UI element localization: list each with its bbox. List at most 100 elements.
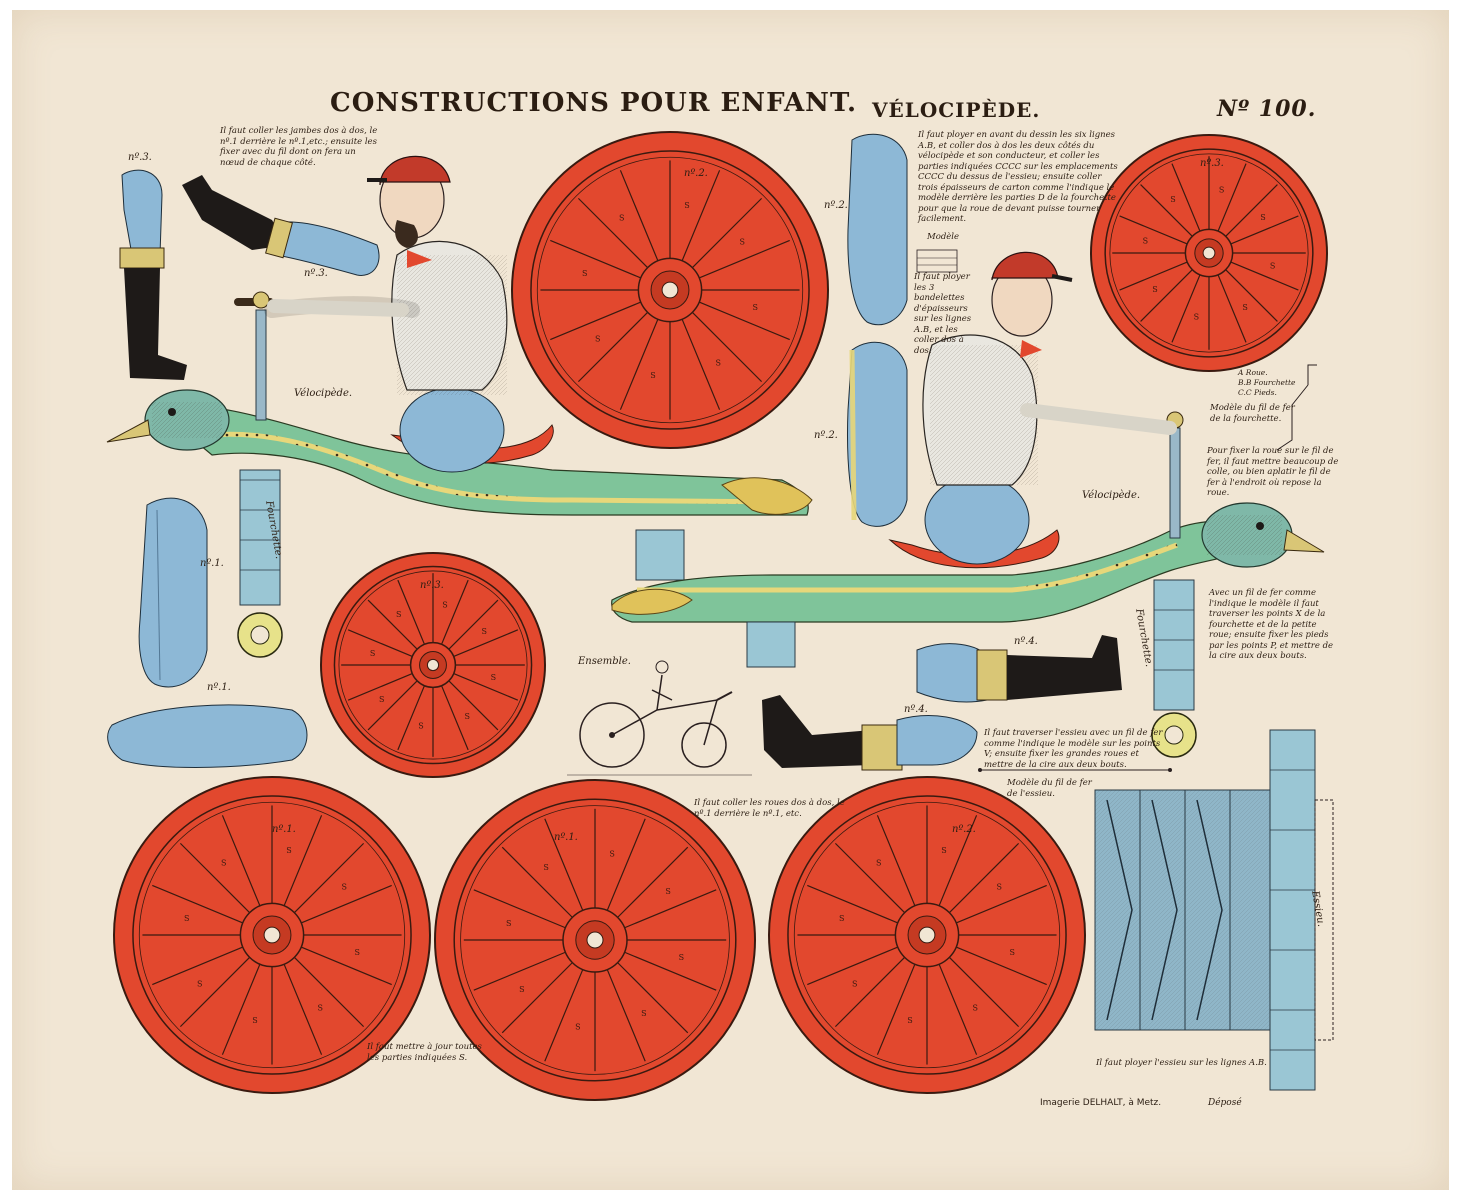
note-modele: Modèle: [927, 232, 960, 242]
note-roues-dos: Il faut coller les roues dos à dos, le n…: [694, 798, 845, 819]
fork-left: [239, 469, 281, 606]
svg-text:S: S: [740, 238, 745, 247]
svg-text:S: S: [684, 201, 689, 210]
svg-text:S: S: [582, 269, 587, 278]
note-essieu-traverser: Il faut traverser l'essieu avec un fil d…: [984, 728, 1163, 770]
note-legs: Il faut coller les jambes dos à dos, le …: [220, 126, 378, 168]
label-n3-left: nº.3.: [128, 152, 152, 163]
legend-c: C.C Pieds.: [1238, 388, 1277, 397]
label-n2-mid-low: nº.2.: [814, 430, 838, 441]
sheet-number: Nº 100.: [1217, 96, 1317, 122]
svg-text:S: S: [839, 914, 844, 923]
leg-n2-mid: [847, 133, 908, 326]
note-top-right: Il faut ployer en avant du dessin les si…: [918, 130, 1118, 224]
wheel-label-n3-mid: nº.3.: [420, 580, 444, 591]
svg-text:S: S: [641, 1009, 646, 1018]
svg-text:S: S: [941, 846, 946, 855]
svg-text:S: S: [491, 673, 496, 682]
note-mettre-s: Il faut mettre à jour toutes les parties…: [367, 1042, 482, 1063]
label-n3-leg: nº.3.: [304, 268, 328, 279]
essieu-piece: [1094, 729, 1334, 1091]
page-title: CONSTRUCTIONS POUR ENFANT.: [330, 88, 857, 118]
svg-text:S: S: [252, 1016, 257, 1025]
label-n4-low: nº.4.: [904, 704, 928, 715]
svg-text:S: S: [1194, 313, 1199, 322]
leg-n1-left: [138, 497, 208, 688]
svg-text:S: S: [997, 883, 1002, 892]
svg-text:S: S: [318, 1003, 323, 1012]
svg-text:S: S: [1219, 185, 1224, 194]
svg-text:S: S: [1143, 236, 1148, 245]
note-modele-essieu: Modèle du fil de fer de l'essieu.: [1007, 778, 1092, 799]
legend-b: B.B Fourchette: [1238, 378, 1296, 387]
velocipede-left-illustration: [106, 155, 813, 658]
wheel-label-n1-a: nº.1.: [272, 824, 296, 835]
svg-text:S: S: [370, 649, 375, 658]
loose-parts: [107, 133, 1334, 1091]
svg-text:S: S: [1009, 948, 1014, 957]
svg-text:S: S: [418, 721, 423, 730]
svg-text:S: S: [543, 863, 548, 872]
svg-text:S: S: [464, 712, 469, 721]
note-fil-fer-points: Avec un fil de fer comme l'indique le mo…: [1209, 588, 1334, 661]
svg-text:S: S: [575, 1022, 580, 1031]
svg-text:S: S: [973, 1003, 978, 1012]
svg-text:S: S: [595, 334, 600, 343]
svg-text:S: S: [650, 371, 655, 380]
svg-text:S: S: [342, 883, 347, 892]
svg-text:S: S: [679, 953, 684, 962]
svg-text:S: S: [852, 979, 857, 988]
label-n1-left: nº.1.: [200, 558, 224, 569]
svg-text:S: S: [876, 859, 881, 868]
leg-n3-left: [121, 169, 163, 256]
svg-text:S: S: [1260, 213, 1265, 222]
wheel-label-n1-b: nº.1.: [554, 832, 578, 843]
svg-text:S: S: [184, 914, 189, 923]
svg-text:S: S: [716, 358, 721, 367]
label-velocipede-left: Vélocipède.: [294, 388, 353, 399]
svg-text:S: S: [1270, 262, 1275, 271]
wheel-top-center: S S S S S S S S: [511, 131, 829, 449]
svg-text:S: S: [442, 601, 447, 610]
svg-text:S: S: [197, 979, 202, 988]
svg-text:S: S: [619, 214, 624, 223]
imprint: Imagerie DELHALT, à Metz.: [1040, 1098, 1162, 1108]
note-fixer-roue: Pour fixer la roue sur le fil de fer, il…: [1207, 446, 1339, 498]
rider-legs-left: [399, 387, 505, 473]
note-bandelettes: Il faut ployer les 3 bandelettes d'épais…: [914, 272, 972, 356]
label-ensemble: Ensemble.: [578, 656, 631, 667]
wheel-label-n2-top: nº.2.: [684, 168, 708, 179]
fork-right: [1153, 579, 1195, 711]
velocipede-right-illustration: [611, 251, 1325, 758]
svg-text:S: S: [481, 627, 486, 636]
svg-text:S: S: [354, 948, 359, 957]
svg-text:S: S: [665, 887, 670, 896]
label-n4-right: nº.4.: [1014, 636, 1038, 647]
label-n1-bottom: nº.1.: [207, 682, 231, 693]
wheel-label-n3-top: nº.3.: [1200, 158, 1224, 169]
wheels-group: SSSSSSSSSSSSSSSSSSSSSSSSSSSSSSSSSSSSSSSS…: [113, 131, 1328, 1101]
wheel-bottom-3: S S S S S S S S: [768, 776, 1086, 1094]
leg-n4-low: [762, 695, 872, 768]
svg-text:S: S: [609, 850, 614, 859]
label-n2-mid: nº.2.: [824, 200, 848, 211]
svg-text:S: S: [752, 303, 757, 312]
leg-n2-mid-low: [847, 341, 908, 527]
artwork-layer: SSSSSSSSSSSSSSSSSSSSSSSSSSSSSSSSSSSSSSSS…: [106, 131, 1334, 1101]
svg-text:S: S: [907, 1016, 912, 1025]
note-ployer-essieu: Il faut ployer l'essieu sur les lignes A…: [1096, 1058, 1267, 1068]
subject-title: VÉLOCIPÈDE.: [872, 98, 1041, 122]
leg-n1-bottom: [107, 704, 308, 768]
svg-text:S: S: [1170, 195, 1175, 204]
label-velocipede-right: Vélocipède.: [1082, 490, 1141, 501]
wheel-label-n2-bottom: nº.2.: [952, 824, 976, 835]
svg-text:S: S: [396, 610, 401, 619]
svg-text:S: S: [221, 859, 226, 868]
note-modele-fil: Modèle du fil de fer de la fourchette.: [1210, 403, 1295, 424]
svg-text:S: S: [506, 919, 511, 928]
